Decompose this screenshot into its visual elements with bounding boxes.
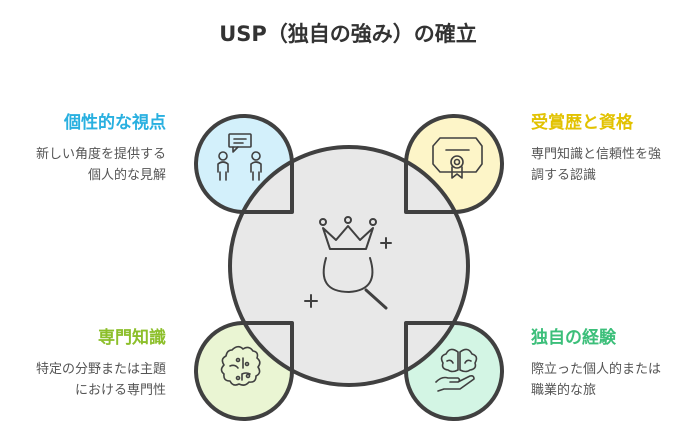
desc-expertise-line2: における専門性 <box>74 383 166 398</box>
heading-unique-perspective: 個性的な視点 <box>64 113 166 133</box>
desc-awards-line1: 専門知識と信頼性を強 <box>531 147 662 162</box>
desc-unique-perspective-line2: 個人的な見解 <box>87 168 166 183</box>
desc-unique-perspective-line1: 新しい角度を提供する <box>35 147 166 162</box>
crown-magnifier-icon <box>304 216 392 310</box>
heading-expertise: 専門知識 <box>98 328 166 348</box>
desc-experience-line1: 際立った個人的または <box>531 362 662 377</box>
certificate-icon <box>432 137 483 179</box>
heading-awards-qualifications: 受賞歴と資格 <box>531 113 633 133</box>
people-chat-icon <box>217 133 262 181</box>
desc-expertise-line1: 特定の分野または主題 <box>35 362 166 377</box>
heading-unique-experience: 独自の経験 <box>531 328 616 348</box>
diagram-title: USP（独自の強み）の確立 <box>219 22 477 46</box>
brain-circuit-icon <box>220 345 261 386</box>
brain-hand-icon <box>435 348 478 392</box>
desc-experience-line2: 職業的な旅 <box>531 383 597 398</box>
desc-awards-line2: 調する認識 <box>531 168 597 183</box>
center-circle <box>228 145 470 387</box>
